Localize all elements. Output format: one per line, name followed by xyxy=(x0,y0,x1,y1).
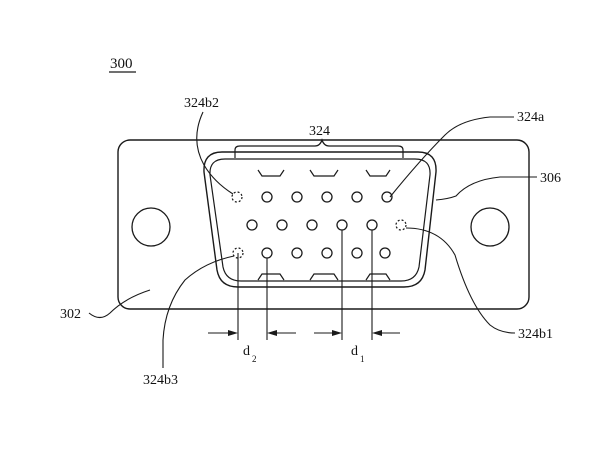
dimension-d2-arrows xyxy=(208,330,296,336)
shell-tab-top-middle xyxy=(309,169,339,177)
leader-302 xyxy=(88,289,151,319)
pin-324b2 xyxy=(231,191,243,203)
pin xyxy=(306,219,318,231)
pin-row-3 xyxy=(232,247,391,259)
shell-inner xyxy=(209,158,431,282)
label-324a: 324a xyxy=(517,110,545,125)
housing-plate xyxy=(117,139,530,310)
pin xyxy=(291,247,303,259)
leader-306 xyxy=(435,176,537,201)
pin xyxy=(336,219,348,231)
leader-324b2 xyxy=(196,111,234,195)
pin xyxy=(261,247,273,259)
pin xyxy=(246,219,258,231)
pin xyxy=(379,247,391,259)
pin xyxy=(321,247,333,259)
pin-324a xyxy=(381,191,393,203)
dimension-d1-letter: d xyxy=(351,344,358,359)
pin xyxy=(291,191,303,203)
shell-tab-bottom-left xyxy=(257,273,285,281)
leader-324a xyxy=(389,116,514,198)
leader-324b1 xyxy=(405,227,516,334)
label-324b1: 324b1 xyxy=(518,327,553,342)
label-324b2: 324b2 xyxy=(184,96,219,111)
shell-tab-top-right xyxy=(365,169,391,177)
pin xyxy=(351,191,363,203)
label-302: 302 xyxy=(60,307,81,322)
pin-group-brace xyxy=(234,138,404,158)
label-324b3: 324b3 xyxy=(143,373,178,388)
pin xyxy=(366,219,378,231)
label-306: 306 xyxy=(540,171,561,186)
dimension-d2-letter: d xyxy=(243,344,250,359)
mounting-hole-right xyxy=(470,207,510,247)
leader-324b3 xyxy=(162,255,235,368)
dimension-d1-subscript: 1 xyxy=(360,354,365,364)
pin-324b1 xyxy=(395,219,407,231)
shell-tab-bottom-middle xyxy=(309,273,339,281)
pin xyxy=(261,191,273,203)
dimension-d1-arrows xyxy=(314,330,400,336)
pin xyxy=(351,247,363,259)
pin-324b3 xyxy=(232,247,244,259)
shell-tab-bottom-right xyxy=(365,273,391,281)
pin xyxy=(276,219,288,231)
figure-label: 300 xyxy=(110,56,133,72)
mounting-hole-left xyxy=(131,207,171,247)
pin-row-1 xyxy=(231,191,393,203)
shell-tab-top-left xyxy=(257,169,285,177)
pin xyxy=(321,191,333,203)
pin-row-2 xyxy=(246,219,407,231)
shell-outer xyxy=(203,151,437,288)
dimension-d2-subscript: 2 xyxy=(252,354,257,364)
label-324: 324 xyxy=(309,124,330,139)
